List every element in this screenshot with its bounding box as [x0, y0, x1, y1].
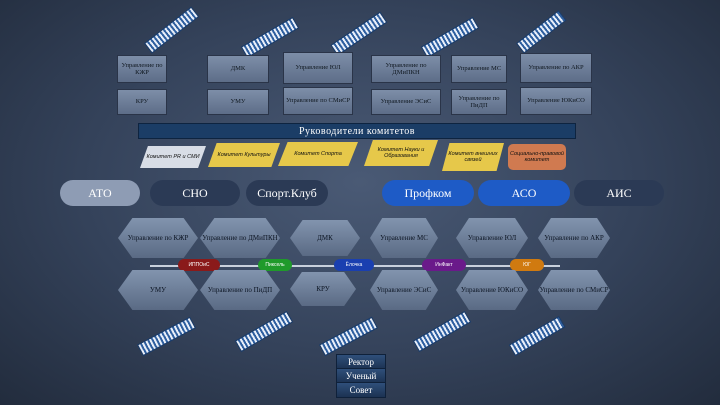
org-ais[interactable]: АИС	[574, 180, 664, 206]
pill-infakt: ИнФакт	[422, 259, 466, 271]
org-sno[interactable]: СНО	[150, 180, 240, 206]
top-box: Управление ЮЛ	[283, 52, 353, 84]
org-aso[interactable]: АСО	[478, 180, 570, 206]
diagonal-strip	[318, 316, 379, 357]
diagonal-strip	[143, 6, 200, 54]
bottom-hex: Управление ЭСиС	[370, 270, 438, 310]
org-sport-club[interactable]: Спорт.Клуб	[246, 180, 328, 206]
org-profkom[interactable]: Профком	[382, 180, 474, 206]
top-box: Управление по АКР	[520, 53, 592, 83]
org-ato[interactable]: АТО	[60, 180, 140, 206]
top-box: Управление МС	[451, 55, 507, 83]
mid-box: Управление ЭСиС	[371, 89, 441, 115]
bottom-hex: ДМК	[290, 220, 360, 256]
bottom-hex: Управление по КЖР	[118, 218, 198, 258]
mid-box: УМУ	[207, 89, 269, 115]
pill-yug: ЮГ	[510, 259, 544, 271]
committee-heads-band: Руководители комитетов	[138, 123, 576, 139]
diagonal-strip	[330, 11, 388, 56]
diagonal-strip	[420, 16, 480, 59]
bottom-hex: Управление по СМиСР	[538, 270, 610, 310]
committee-pr: Комитет PR и СМИ	[140, 146, 206, 168]
academic-council-box: Совет	[336, 382, 386, 398]
diagonal-strip	[412, 310, 472, 353]
pill-ippois: ИППОиС	[178, 259, 220, 271]
mid-box: КРУ	[117, 89, 167, 115]
bottom-hex: КРУ	[290, 272, 356, 306]
bottom-hex: Управление по АКР	[538, 218, 610, 258]
top-box: Управление по ДМиПКН	[371, 55, 441, 83]
top-box: Управление по КЖР	[117, 55, 167, 83]
bottom-hex: Управление по ПиДП	[200, 270, 280, 310]
mid-box: Управление по СМиСР	[283, 87, 353, 115]
bottom-hex: Управление по ДМиПКН	[200, 218, 280, 258]
rector-box: Ректор	[336, 354, 386, 370]
pill-yolochka: Ёлочка	[334, 259, 374, 271]
diagonal-strip	[136, 316, 197, 357]
mid-box: Управление ЮКиСО	[520, 87, 592, 115]
committee-culture: Комитет Культуры	[208, 143, 280, 167]
committee-sport: Комитет Спорта	[278, 142, 358, 166]
committee-social: Социально-правовой комитет	[508, 144, 566, 170]
committee-science: Комитет Науки и Образования	[364, 140, 438, 166]
bottom-hex: УМУ	[118, 270, 198, 310]
bottom-hex: Управление ЮЛ	[456, 218, 528, 258]
diagonal-strip	[515, 10, 567, 54]
pill-piksel: Пиксель	[258, 259, 292, 271]
bottom-hex: Управление МС	[370, 218, 438, 258]
top-box: ДМК	[207, 55, 269, 83]
mid-box: Управление по ПиДП	[451, 89, 507, 115]
bottom-hex: Управление ЮКиСО	[456, 270, 528, 310]
diagonal-strip	[234, 310, 294, 353]
committee-external: Комитет внешних связей	[442, 143, 504, 171]
diagonal-strip	[508, 315, 566, 357]
